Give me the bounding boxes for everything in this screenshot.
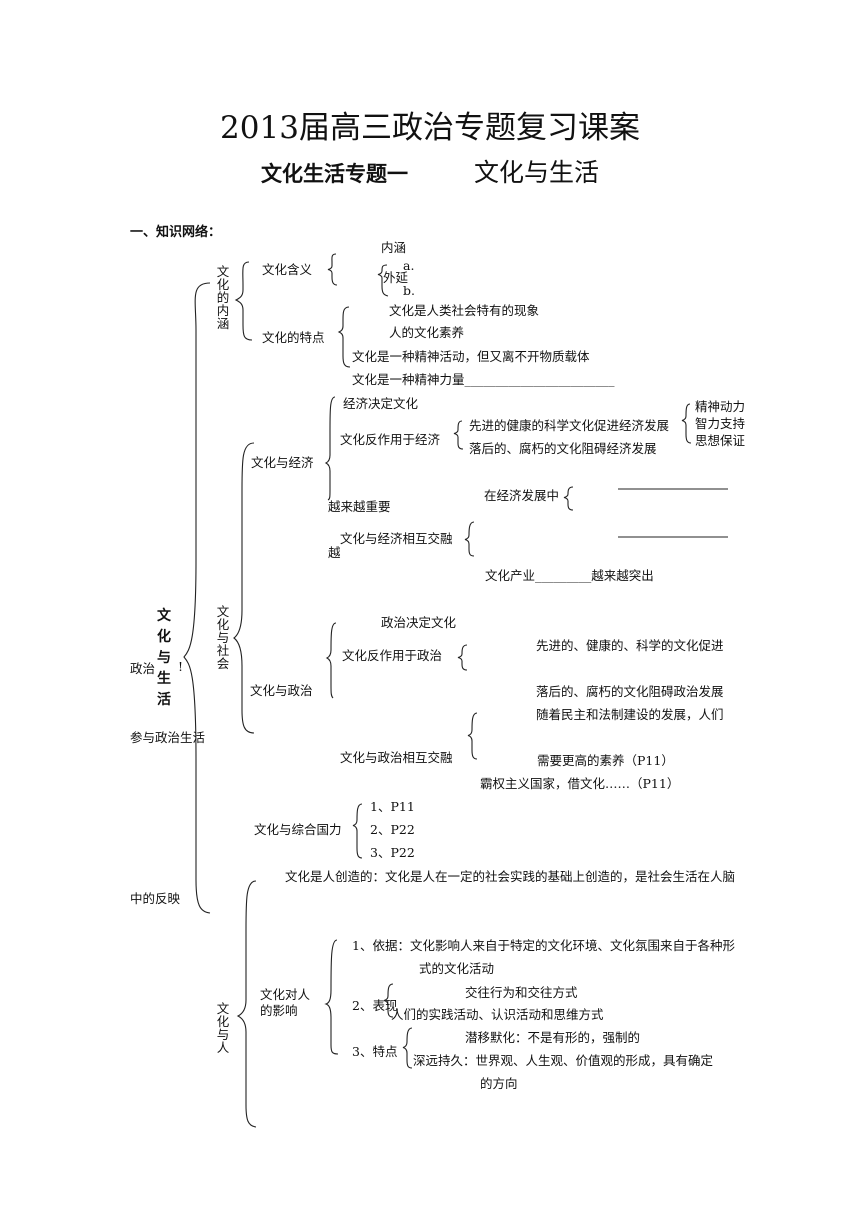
brace-pol-react <box>457 644 468 671</box>
outer-label: 外延 <box>383 270 409 285</box>
econ-overlap: 越 <box>328 545 341 560</box>
brace-econ-react <box>453 420 464 450</box>
brace-economy <box>324 396 336 501</box>
econ-decides: 经济决定文化 <box>343 396 419 411</box>
manifest-item: 交往行为和交往方式 <box>465 985 578 1000</box>
feature-item: 潜移默化：不是有形的，强制的 <box>465 1030 641 1045</box>
brace-culture-people <box>236 880 257 1128</box>
outer-b: b. <box>403 283 415 298</box>
brace-culture-society <box>233 442 255 734</box>
trait-item: 人的文化素养 <box>389 325 465 340</box>
power-item: 3、P22 <box>370 845 415 860</box>
influence-label-2: 的影响 <box>260 1003 298 1018</box>
brace-power <box>352 803 363 859</box>
brace-influence <box>324 939 339 1055</box>
section-heading: 一、知识网络： <box>130 225 222 240</box>
econ-reacts-label: 文化反作用于经济 <box>340 432 441 447</box>
econ-in-development: 在经济发展中 <box>484 488 560 503</box>
manifest-label: 2、表现 <box>352 998 398 1013</box>
inner-label: 内涵 <box>381 240 407 255</box>
econ-industry: 文化产业_________越来越突出 <box>485 568 654 583</box>
root-brace <box>183 282 211 914</box>
people-created: 文化是人创造的：文化是人在一定的社会实践的基础上创造的，是社会生活在人脑 <box>285 869 736 884</box>
meaning-label: 文化含义 <box>262 262 313 277</box>
influence-basis-cont: 式的文化活动 <box>419 961 495 976</box>
brace-politics <box>325 622 337 699</box>
brace-manifest <box>383 983 394 1018</box>
econ-blend-label: 文化与经济相互交融 <box>340 531 453 546</box>
group-culture-people: 文化与人 <box>216 1001 230 1055</box>
people-reflection: 中的反映 <box>130 891 181 906</box>
group-culture-meaning: 文化的内涵 <box>216 264 230 331</box>
economy-label: 文化与经济 <box>251 455 314 470</box>
root-label: 文化与生活 <box>157 608 171 708</box>
brace-pol-blend <box>467 712 478 760</box>
brace-meaning <box>327 253 338 286</box>
inner-a: a. <box>403 258 415 273</box>
trait-item: 文化是一种精神力量________________________ <box>352 372 615 387</box>
brace-feature <box>402 1027 413 1069</box>
influence-basis: 1、依据：文化影响人来自于特定的文化环境、文化氛围来自于各种形 <box>352 938 735 953</box>
pol-participate: 参与政治生活 <box>130 730 206 745</box>
econ-backward: 落后的、腐朽的文化阻碍经济发展 <box>469 441 657 456</box>
brace-inner-outer <box>377 264 389 297</box>
econ-advanced: 先进的健康的科学文化促进经济发展 <box>469 418 670 433</box>
traits-label: 文化的特点 <box>262 330 325 345</box>
power-item: 1、P11 <box>370 799 415 814</box>
pol-left-fragment: 政治 <box>130 661 156 676</box>
power-item: 2、P22 <box>370 822 415 837</box>
power-label: 文化与综合国力 <box>254 822 342 837</box>
econ-effect: 思想保证 <box>695 433 746 448</box>
subtitle-topic: 文化生活专题一 <box>261 162 409 186</box>
brace-culture-meaning <box>234 261 253 341</box>
group-culture-society: 文化与社会 <box>216 604 230 671</box>
pol-backward: 落后的、腐朽的文化阻碍政治发展 <box>536 684 724 699</box>
pol-higher: 需要更高的素养（P11） <box>537 753 674 768</box>
brace-econ-effects <box>681 403 692 444</box>
pol-advanced: 先进的、健康的、科学的文化促进 <box>536 638 724 653</box>
trait-item: 文化是人类社会特有的现象 <box>389 303 540 318</box>
pol-reacts-label: 文化反作用于政治 <box>342 648 443 663</box>
manifest-item: 人们的实践活动、认识活动和思维方式 <box>391 1007 604 1022</box>
influence-label-1: 文化对人 <box>260 987 311 1002</box>
subtitle-theme: 文化与生活 <box>473 158 599 187</box>
econ-effect: 智力支持 <box>695 416 746 431</box>
feature-label: 3、特点 <box>352 1044 398 1059</box>
brace-econ-dev <box>563 486 574 511</box>
pol-left-mark: ! <box>178 659 184 674</box>
econ-more-important: 越来越重要 <box>328 499 391 514</box>
pol-blend-label: 文化与政治相互交融 <box>340 750 453 765</box>
pol-hegemony: 霸权主义国家，借文化……（P11） <box>480 776 680 791</box>
brace-econ-blend <box>464 521 475 557</box>
page-title: 2013届高三政治专题复习课案 <box>220 110 640 146</box>
feature-item-cont: 的方向 <box>480 1076 518 1091</box>
econ-effect: 精神动力 <box>695 399 746 414</box>
pol-democracy: 随着民主和法制建设的发展，人们 <box>536 707 724 722</box>
brace-traits <box>337 306 351 368</box>
trait-item: 文化是一种精神活动，但又离不开物质载体 <box>352 349 590 364</box>
page-subtitle: 文化生活专题一 文化与生活 <box>0 156 860 191</box>
feature-item: 深远持久：世界观、人生观、价值观的形成，具有确定 <box>413 1053 714 1068</box>
politics-label: 文化与政治 <box>250 683 313 698</box>
pol-decides: 政治决定文化 <box>381 615 457 630</box>
